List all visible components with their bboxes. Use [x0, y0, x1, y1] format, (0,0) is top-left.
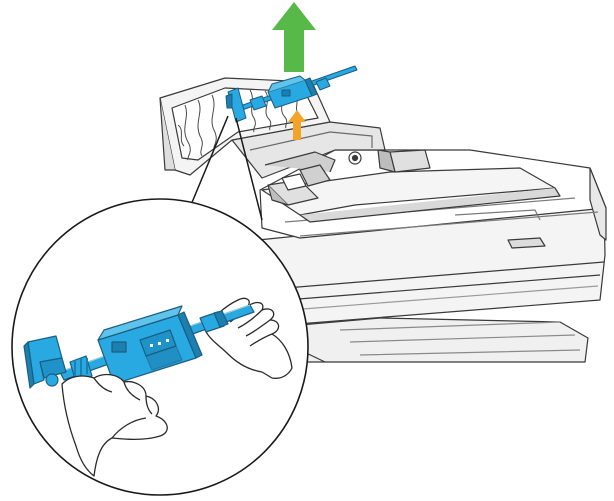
- left-hand: [61, 373, 168, 477]
- printer-tray: [299, 317, 589, 363]
- zoom-detail-circle: [11, 198, 309, 496]
- feed-roller-small: [225, 65, 358, 123]
- orange-arrow-up-icon: [288, 110, 306, 140]
- callout-pointer: [187, 115, 263, 221]
- document-guide-right: [389, 149, 431, 173]
- feed-roller-large: [23, 304, 255, 389]
- green-arrow-up-icon: [272, 2, 316, 72]
- arrow-up-icon: [272, 2, 316, 140]
- printer-body: [231, 121, 607, 363]
- adf-handle: [507, 237, 546, 249]
